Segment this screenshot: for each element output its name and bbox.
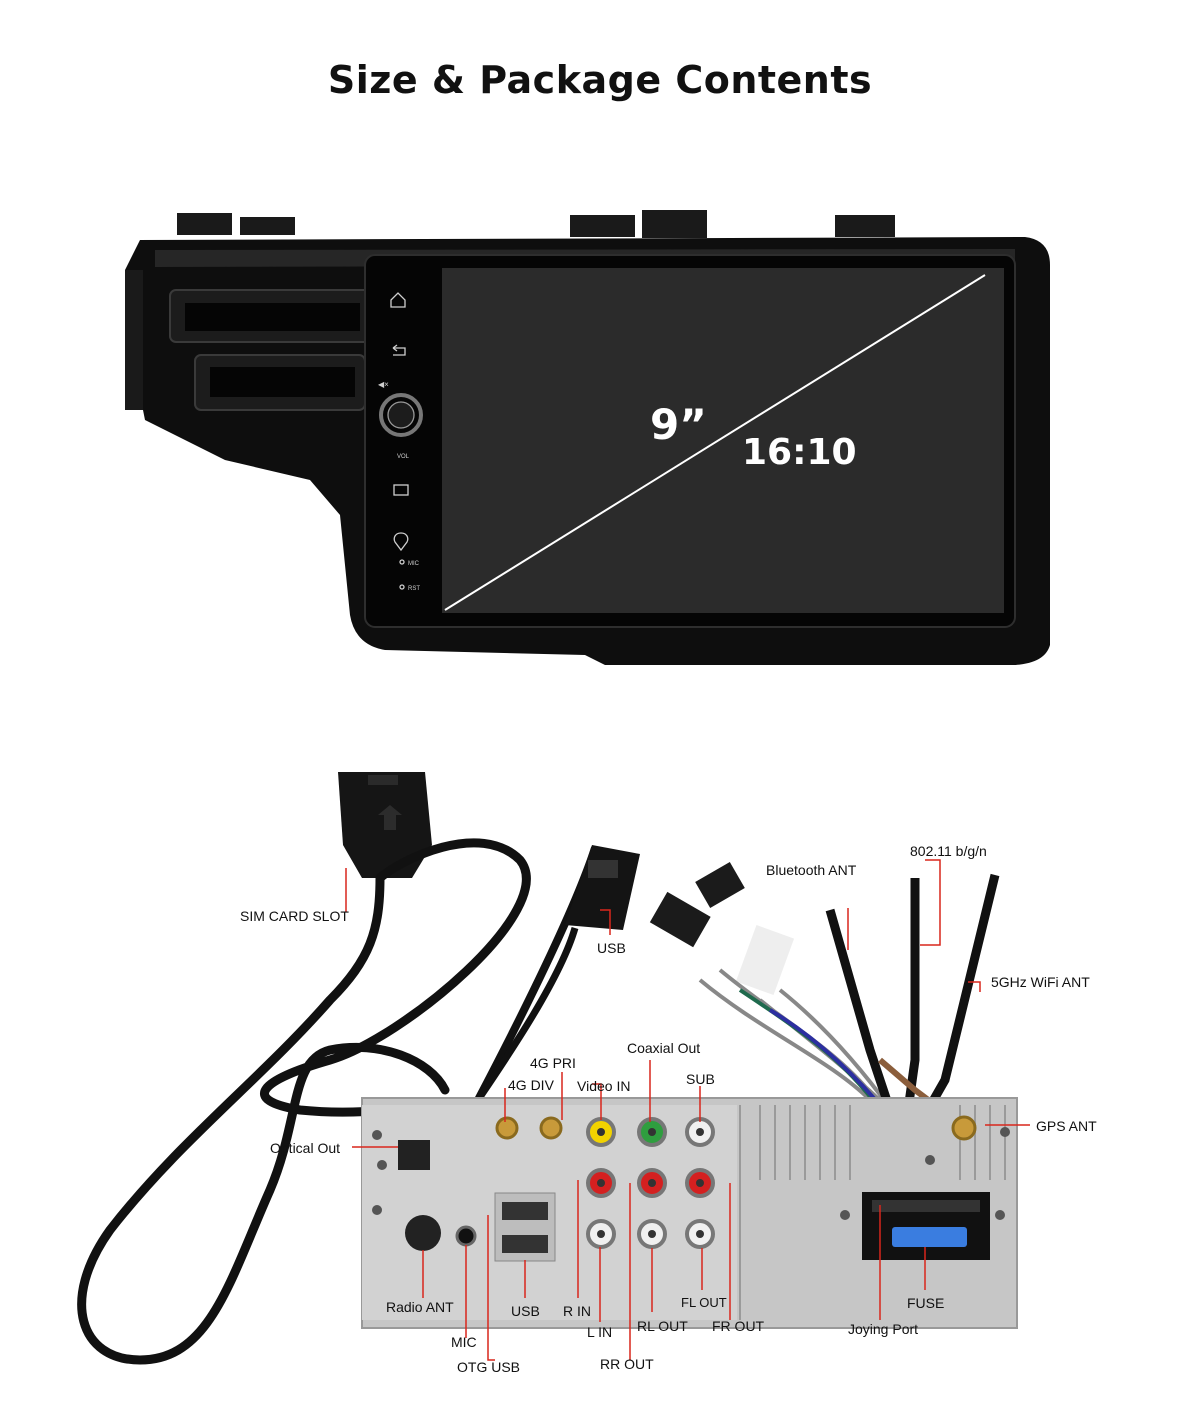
mic-label: MIC — [408, 561, 420, 567]
joying-port-label: Joying Port — [848, 1321, 919, 1337]
coaxial-out-label: Coaxial Out — [627, 1040, 701, 1056]
head-unit-image: ◀× VOL MIC RST — [125, 210, 1050, 665]
gps-ant-label: GPS ANT — [1036, 1118, 1097, 1134]
fl-out-label: FL OUT — [681, 1295, 727, 1310]
otg-usb-label: OTG USB — [457, 1359, 521, 1375]
screen-ratio-label: 16:10 — [742, 432, 857, 473]
video-in-label: Video IN — [577, 1078, 631, 1094]
fr-out-label: FR OUT — [712, 1318, 765, 1334]
vol-label: VOL — [397, 454, 410, 460]
svg-text:◀×: ◀× — [378, 380, 389, 389]
rr-out-label: RR OUT — [600, 1356, 654, 1372]
r-in-label: R IN — [563, 1303, 591, 1319]
4g-pri-label: 4G PRI — [530, 1055, 576, 1071]
sub-label: SUB — [686, 1071, 715, 1087]
radio-ant-label: Radio ANT — [386, 1299, 454, 1315]
page-title: Size & Package Contents — [327, 58, 873, 102]
sim-card-slot-label: SIM CARD SLOT — [240, 908, 349, 924]
usb-cable-label: USB — [597, 940, 626, 956]
wifi-5-label: 5GHz WiFi ANT — [991, 974, 1090, 990]
wifi-24-label: 802.11 b/g/n — [910, 843, 987, 859]
4g-div-label: 4G DIV — [508, 1077, 554, 1093]
usb-port-label: USB — [511, 1303, 540, 1319]
bluetooth-ant-label: Bluetooth ANT — [766, 862, 857, 878]
optical-out-label: Optical Out — [270, 1140, 341, 1156]
rst-label: RST — [408, 586, 420, 592]
l-in-label: L IN — [587, 1324, 613, 1340]
fuse-label: FUSE — [907, 1295, 945, 1311]
screen-size-label: 9” — [650, 400, 707, 449]
rear-panel-image — [77, 772, 1030, 1365]
mic-label: MIC — [451, 1334, 477, 1350]
rl-out-label: RL OUT — [637, 1318, 688, 1334]
